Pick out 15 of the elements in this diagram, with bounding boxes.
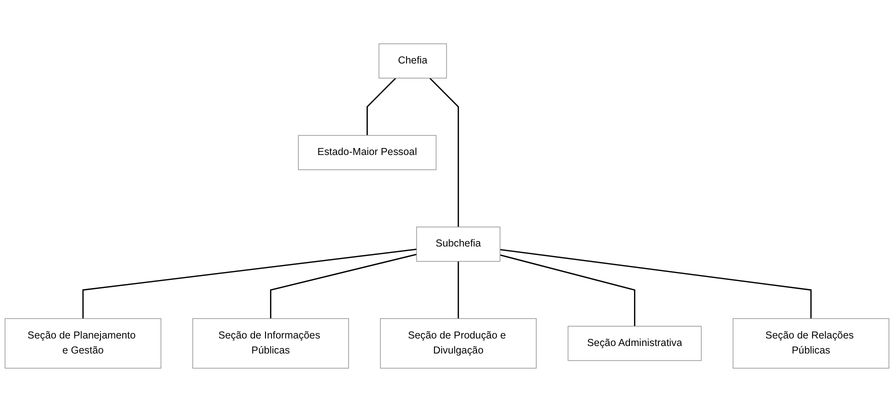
connector <box>82 248 417 319</box>
node-box: Seção de Planejamento e Gestão <box>4 318 162 369</box>
node-box: Seção de Informações Públicas <box>192 318 349 369</box>
connector <box>500 254 636 326</box>
node-box: Seção de Produção e Divulgação <box>380 318 537 369</box>
connector <box>458 261 459 319</box>
node-box: Chefia <box>378 43 447 78</box>
connector <box>270 254 417 319</box>
node-box: Seção Administrativa <box>568 326 702 361</box>
connector <box>500 248 812 319</box>
node-box: Seção de Relações Públicas <box>732 318 890 369</box>
connector <box>366 78 396 136</box>
node-box: Estado-Maior Pessoal <box>298 135 436 170</box>
node-box: Subchefia <box>416 226 500 262</box>
connector <box>429 78 459 227</box>
